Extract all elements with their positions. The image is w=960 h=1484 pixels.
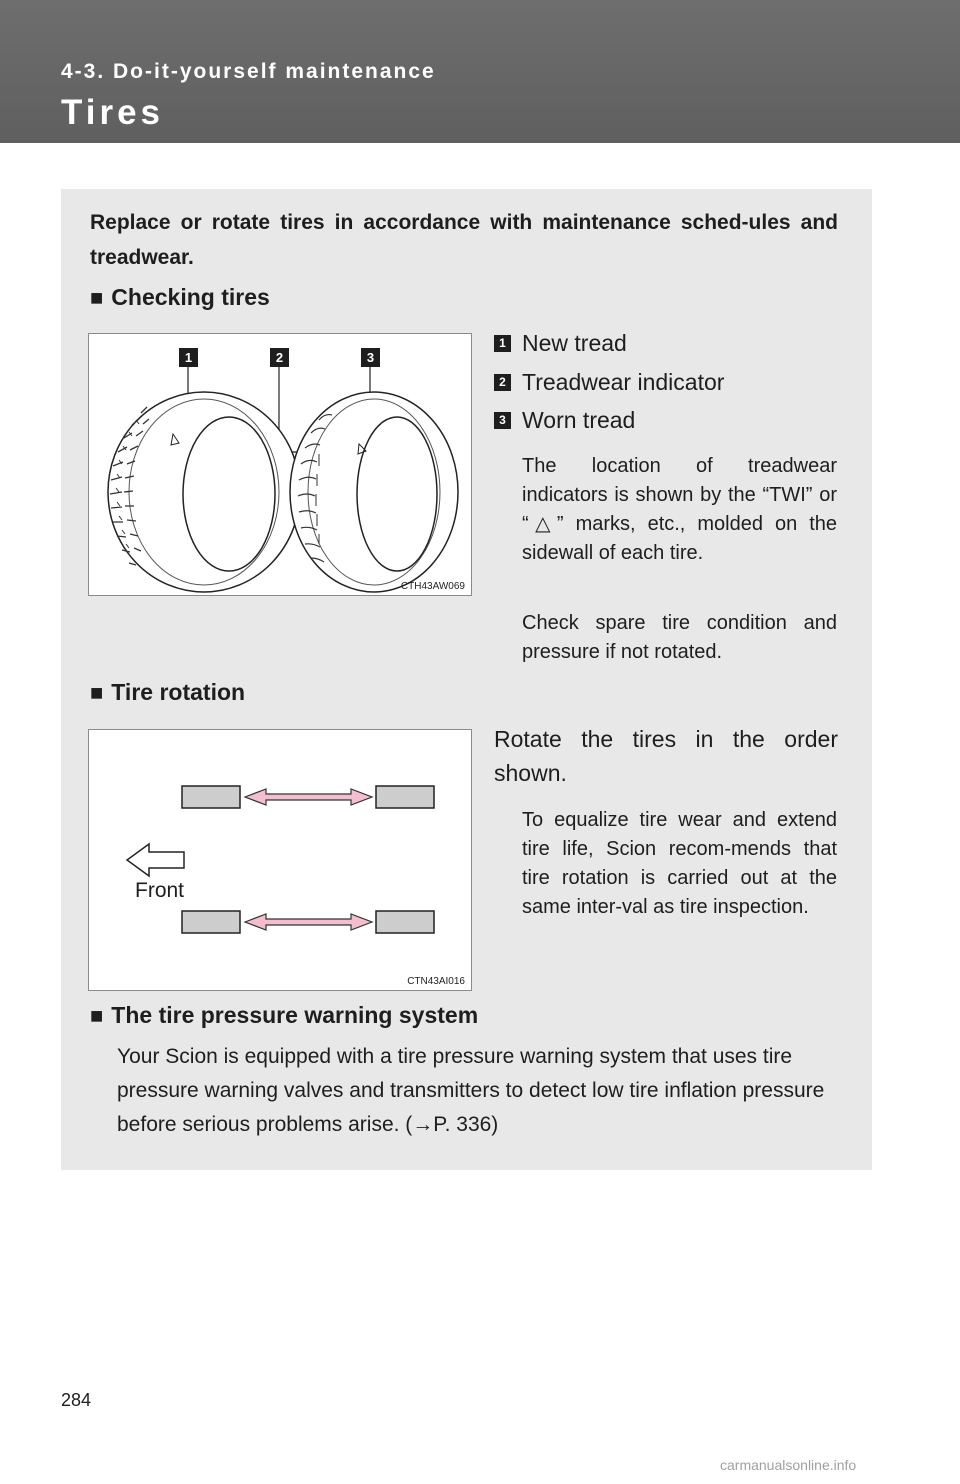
tire-rear-right-icon: [375, 910, 435, 934]
rotation-instruction: Rotate the tires in the order shown.: [494, 726, 838, 786]
svg-text:3: 3: [367, 350, 374, 365]
legend-item-3: 3 Worn tread: [494, 405, 635, 435]
tpws-text: Your Scion is equipped with a tire press…: [117, 1045, 825, 1136]
worn-tread-tire-icon: [289, 391, 459, 593]
intro-text: Replace or rotate tires in accordance wi…: [90, 211, 838, 269]
tire-figure-code: CTH43AW069: [401, 581, 466, 592]
square-bullet-icon: ■: [90, 285, 104, 310]
callout-3-icon: 3: [361, 348, 380, 367]
rotation-figure-code: CTN43AI016: [407, 976, 465, 987]
tire-rear-left-icon: [375, 785, 435, 809]
legend-label-3: Worn tread: [522, 406, 636, 433]
new-tread-tire-icon: [107, 391, 301, 593]
tire-front-right-icon: [181, 910, 241, 934]
tire-rotation-diagram: Front CTN43AI016: [125, 785, 465, 987]
legend-number-2: 2: [494, 373, 511, 391]
swap-arrow-top-icon: [243, 788, 374, 806]
section-label: 4-3. Do-it-yourself maintenance: [61, 60, 436, 83]
watermark: carmanualsonline.info: [720, 1457, 857, 1473]
callout-2-icon: 2: [270, 348, 289, 367]
checking-tires-heading-label: Checking tires: [111, 284, 270, 310]
legend-number-3: 3: [494, 411, 511, 429]
square-bullet-icon: ■: [90, 680, 104, 705]
tire-rotation-heading-label: Tire rotation: [111, 679, 246, 705]
treadwear-note: The location of treadwear indicators is …: [522, 455, 837, 564]
svg-text:2: 2: [276, 350, 283, 365]
swap-arrow-bottom-icon: [243, 913, 374, 931]
spare-tire-note: Check spare tire condition and pressure …: [522, 612, 837, 663]
front-label: Front: [135, 879, 184, 902]
checking-tires-heading: ■ Checking tires: [90, 284, 270, 311]
tpws-heading: ■ The tire pressure warning system: [90, 1002, 478, 1029]
tire-tread-illustration: 1 2 3: [107, 348, 466, 593]
page-header: 4-3. Do-it-yourself maintenance Tires: [0, 0, 960, 143]
legend-label-1: New tread: [522, 329, 627, 356]
callout-1-icon: 1: [179, 348, 198, 367]
tire-rotation-figure: Front CTN43AI016: [88, 729, 472, 991]
legend-item-2: 2 Treadwear indicator: [494, 367, 724, 397]
legend-number-1: 1: [494, 334, 511, 352]
tpws-heading-label: The tire pressure warning system: [111, 1002, 479, 1028]
legend-label-2: Treadwear indicator: [522, 368, 725, 395]
page-title: Tires: [61, 93, 165, 132]
front-arrow-icon: [125, 842, 185, 878]
tire-front-left-icon: [181, 785, 241, 809]
svg-text:1: 1: [185, 350, 192, 365]
page-number: 284: [61, 1390, 92, 1410]
tire-rotation-heading: ■ Tire rotation: [90, 679, 245, 706]
rotation-note: To equalize tire wear and extend tire li…: [522, 809, 837, 918]
tire-tread-figure: 1 2 3: [88, 333, 472, 596]
square-bullet-icon: ■: [90, 1003, 104, 1028]
legend-item-1: 1 New tread: [494, 328, 627, 358]
